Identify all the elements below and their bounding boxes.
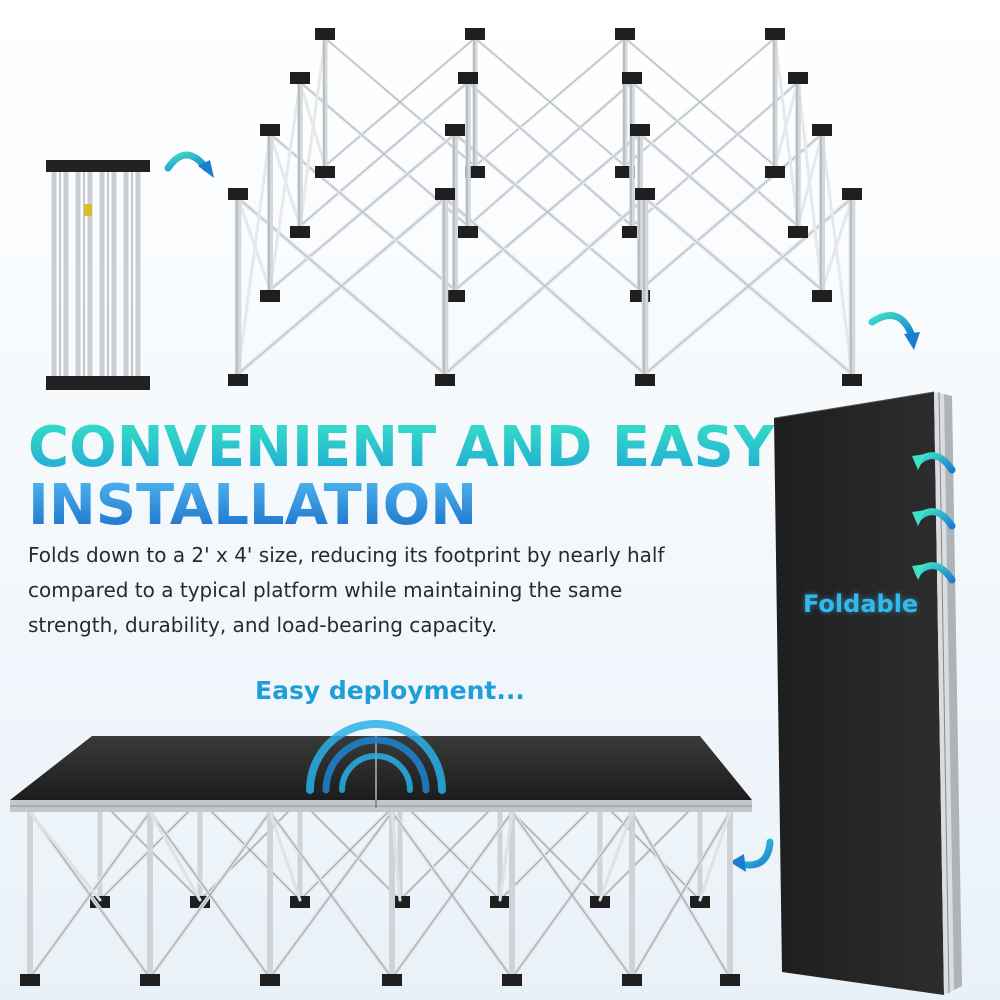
deploy-label: Easy deployment...: [255, 676, 525, 705]
folded-deck-panel: [774, 391, 962, 995]
assembled-stage: [10, 720, 752, 986]
description-text: Folds down to a 2' x 4' size, reducing i…: [28, 543, 665, 637]
deployment-wave-icon: [306, 720, 446, 794]
folded-frame: [46, 160, 150, 390]
rotate-arrow-icon: [912, 452, 956, 584]
curved-arrow-icon: [868, 312, 916, 340]
headline-line-1: CONVENIENT AND EASY: [28, 415, 775, 480]
expanded-frame: [228, 28, 862, 386]
headline-line-2: INSTALLATION: [28, 473, 478, 538]
foldable-label: Foldable: [803, 590, 919, 618]
